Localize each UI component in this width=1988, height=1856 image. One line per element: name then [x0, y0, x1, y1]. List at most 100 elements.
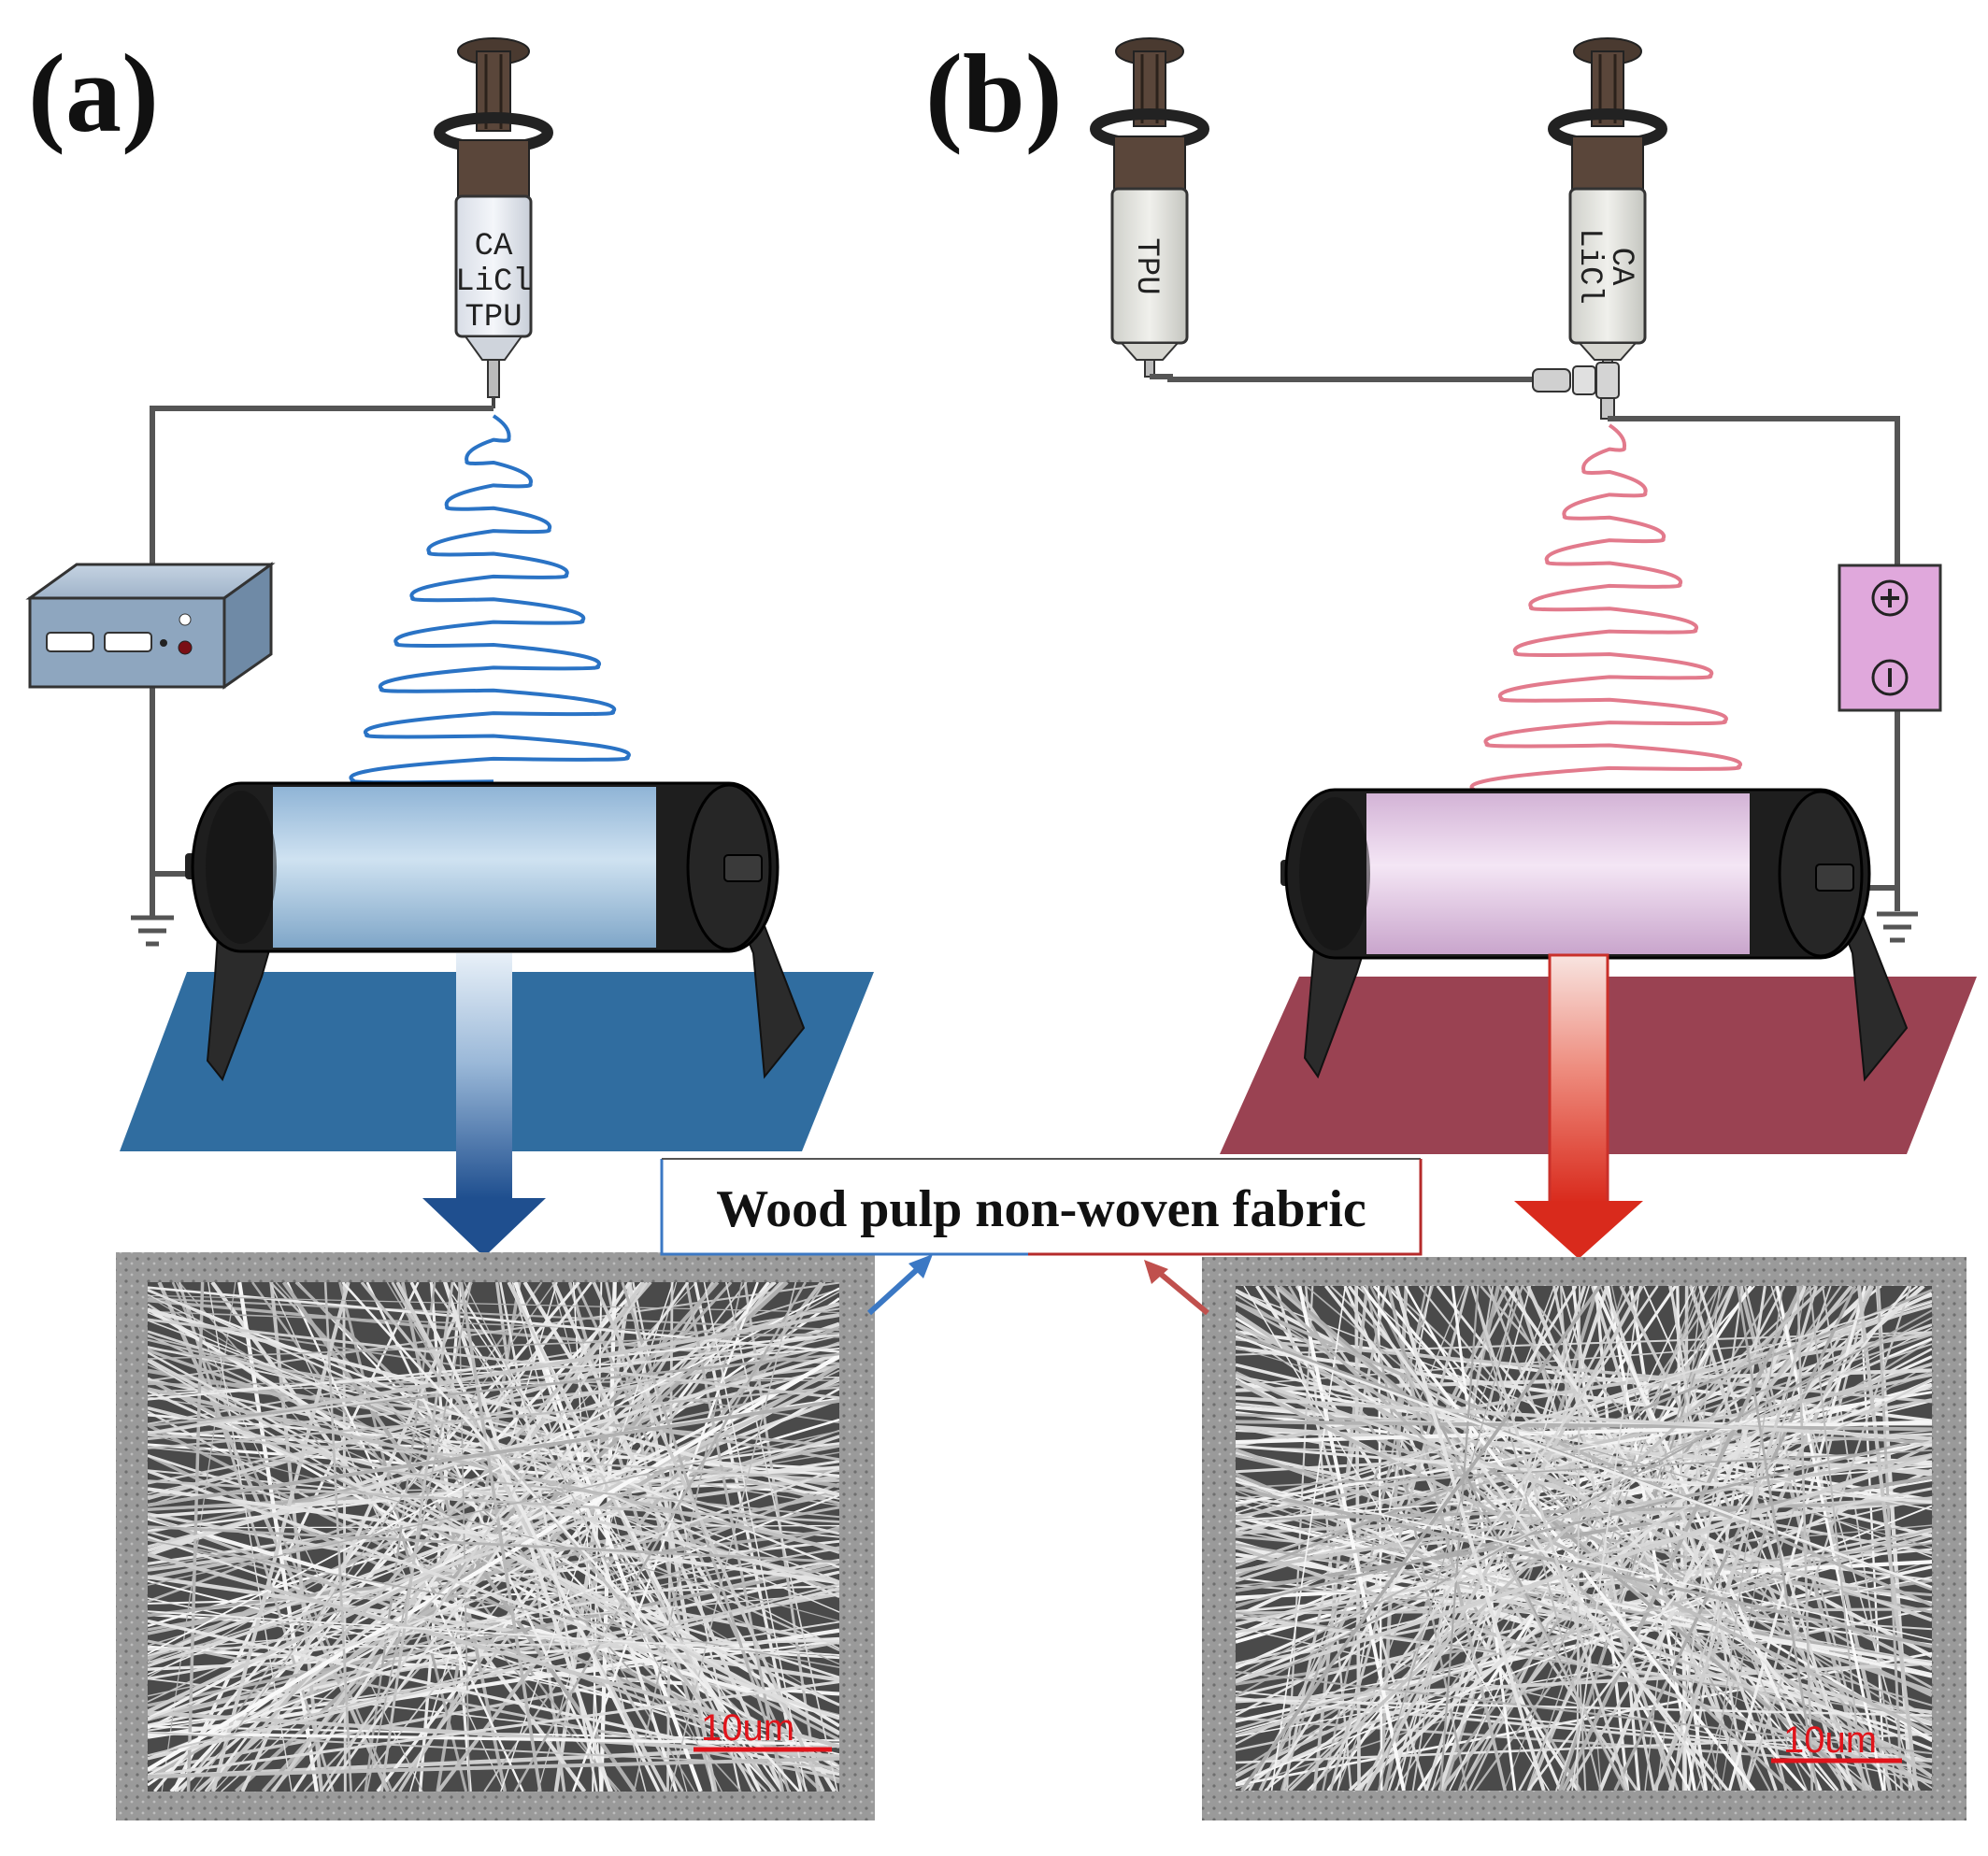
- nanofiber: [1377, 1286, 1523, 1791]
- nanofiber: [1270, 1286, 1347, 1791]
- nanofiber: [1236, 1378, 1932, 1746]
- nanofiber: [148, 1335, 839, 1495]
- nanofiber: [508, 1282, 755, 1792]
- nanofiber: [148, 1731, 839, 1747]
- nanofiber: [148, 1610, 839, 1656]
- callout-arrow-icon-b: [1144, 1260, 1209, 1316]
- nanofiber: [148, 1334, 839, 1435]
- nanofiber: [1236, 1559, 1932, 1790]
- syringe-b-right-line-2: LiCl: [1571, 228, 1607, 305]
- ground-icon-b: [1877, 911, 1918, 943]
- nanofiber: [513, 1282, 807, 1792]
- nanofiber: [1236, 1426, 1932, 1555]
- panel-label-a: (a): [28, 31, 159, 155]
- nanofiber: [211, 1282, 350, 1792]
- callout-arrow-icon-a: [866, 1254, 933, 1316]
- nanofiber: [1262, 1286, 1793, 1791]
- syringe-b-right-line-1: CA: [1603, 248, 1638, 286]
- nanofiber: [148, 1575, 839, 1682]
- nanofiber: [1360, 1286, 1628, 1791]
- nanofiber: [148, 1639, 839, 1780]
- nanofiber: [1236, 1335, 1932, 1589]
- nanofiber: [360, 1282, 777, 1792]
- nanofiber: [1387, 1286, 1560, 1791]
- nanofiber: [1278, 1286, 1866, 1791]
- nanofiber: [1236, 1435, 1932, 1607]
- nanofiber: [178, 1282, 335, 1792]
- connector-b: [1532, 362, 1620, 420]
- nanofiber: [148, 1360, 839, 1771]
- nanofiber: [148, 1583, 839, 1757]
- nanofiber: [148, 1318, 839, 1400]
- syringe-b-left-line-1: TPU: [1128, 237, 1164, 294]
- nanofiber: [1552, 1286, 1656, 1791]
- nanofiber: [1856, 1286, 1919, 1791]
- nanofiber: [148, 1516, 839, 1720]
- arrow-down-icon-b: [1514, 953, 1643, 1259]
- nanofiber: [464, 1282, 722, 1792]
- callout-label: Wood pulp non-woven fabric: [716, 1180, 1366, 1238]
- nanofiber: [251, 1282, 618, 1792]
- nanofiber: [148, 1306, 839, 1728]
- collector-drum-a: [185, 781, 779, 953]
- nanofiber: [1364, 1286, 1644, 1791]
- nanofiber: [1594, 1286, 1641, 1791]
- nanofiber: [397, 1282, 715, 1792]
- nanofiber: [148, 1539, 839, 1669]
- sem-image-a: 10um: [116, 1252, 875, 1820]
- sem-image-b: 10um: [1202, 1257, 1967, 1820]
- syringe-a-line-2: LiCl: [455, 264, 532, 300]
- nanofiber: [148, 1587, 839, 1761]
- nanofiber: [148, 1332, 839, 1360]
- nanofiber: [176, 1282, 423, 1792]
- fiber-jet-a: [349, 414, 631, 785]
- nanofiber: [148, 1430, 839, 1586]
- nanofiber: [459, 1282, 542, 1792]
- nanofiber: [148, 1525, 839, 1563]
- nanofiber: [148, 1386, 839, 1449]
- nanofiber: [148, 1435, 839, 1668]
- nanofiber: [1236, 1560, 1932, 1600]
- nanofiber: [1439, 1286, 1480, 1791]
- nanofiber: [148, 1378, 839, 1535]
- nanofiber: [1576, 1286, 1581, 1791]
- nanofiber: [341, 1282, 801, 1792]
- nanofiber: [1667, 1286, 1818, 1791]
- nanofiber: [1236, 1480, 1932, 1641]
- syringe-a-line-1: CA: [475, 229, 513, 264]
- nanofiber: [1236, 1373, 1932, 1622]
- syringe-a-line-3: TPU: [465, 300, 522, 336]
- nanofiber: [1571, 1286, 1641, 1791]
- nanofiber: [148, 1592, 839, 1651]
- fiber-jet-b: [1469, 423, 1742, 794]
- nanofiber: [1347, 1286, 1721, 1791]
- nanofiber: [269, 1282, 324, 1792]
- nanofiber: [148, 1487, 839, 1585]
- nanofiber: [1736, 1286, 1819, 1791]
- nanofiber: [1288, 1286, 1826, 1791]
- nanofiber: [1876, 1286, 1904, 1791]
- nanofiber: [1796, 1286, 1814, 1791]
- nanofiber: [148, 1334, 839, 1401]
- callout-box: Wood pulp non-woven fabric: [660, 1158, 1423, 1316]
- nanofiber: [325, 1282, 690, 1792]
- nanofiber: [1236, 1670, 1932, 1755]
- nanofiber: [592, 1282, 825, 1792]
- nanofiber: [1711, 1286, 1784, 1791]
- nanofiber: [354, 1282, 748, 1792]
- nanofiber: [148, 1526, 839, 1721]
- nanofiber: [1261, 1286, 1466, 1791]
- nanofiber: [1236, 1475, 1932, 1592]
- nanofiber: [1809, 1286, 1865, 1791]
- nanofiber: [1297, 1286, 1406, 1791]
- nanofiber: [458, 1282, 471, 1792]
- nanofiber: [409, 1282, 661, 1792]
- nanofiber: [1236, 1486, 1932, 1649]
- nanofiber: [148, 1352, 839, 1427]
- nanofiber: [1240, 1286, 1602, 1791]
- nanofiber: [379, 1282, 454, 1792]
- nanofiber: [1775, 1286, 1885, 1791]
- nanofiber: [1285, 1286, 1314, 1791]
- nanofiber: [1236, 1420, 1932, 1432]
